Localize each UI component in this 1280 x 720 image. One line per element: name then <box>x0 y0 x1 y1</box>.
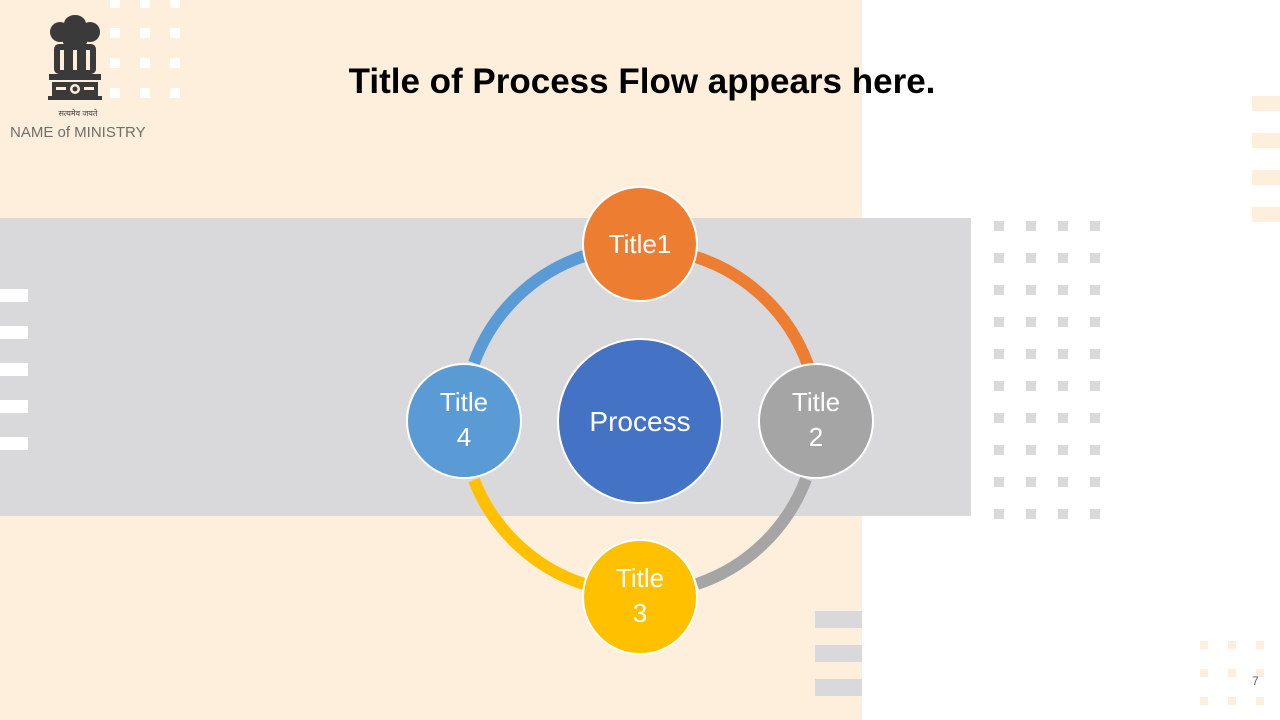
node-title1: Title1 <box>582 186 698 302</box>
arc-node3-to-node4 <box>468 477 586 590</box>
node-title3: Title 3 <box>582 539 698 655</box>
decorative-dot-grid <box>994 221 1100 519</box>
slide-title: Title of Process Flow appears here. <box>348 62 936 101</box>
center-node: Process <box>557 338 723 504</box>
decorative-white-squares <box>110 0 180 98</box>
cycle-arcs <box>468 250 814 590</box>
node-title3-label-line1: Title <box>616 563 664 593</box>
emblem-motto: सत्यमेव जयते <box>58 109 98 118</box>
arc-node1-to-node2 <box>694 251 814 368</box>
national-emblem-icon <box>40 10 110 106</box>
page-number: 7 <box>1252 674 1259 688</box>
center-node-label: Process <box>589 406 690 437</box>
node-title3-label-line2: 3 <box>633 598 647 628</box>
node-title4-label-line1: Title <box>440 387 488 417</box>
decorative-gray-dashes <box>815 611 862 696</box>
node-title2-label-line1: Title <box>792 387 840 417</box>
node-title1-label: Title1 <box>609 229 672 259</box>
ministry-name: NAME of MINISTRY <box>10 124 146 141</box>
decorative-white-dashes <box>0 289 28 450</box>
node-title4-label-line2: 4 <box>457 422 471 452</box>
decorative-peach-squares <box>1200 641 1264 705</box>
decorative-peach-dashes <box>1252 96 1280 222</box>
arc-node4-to-node1 <box>468 250 586 366</box>
node-title4: Title 4 <box>406 363 522 479</box>
node-title2: Title 2 <box>758 363 874 479</box>
node-title2-label-line2: 2 <box>809 422 823 452</box>
arc-node2-to-node3 <box>695 476 812 590</box>
